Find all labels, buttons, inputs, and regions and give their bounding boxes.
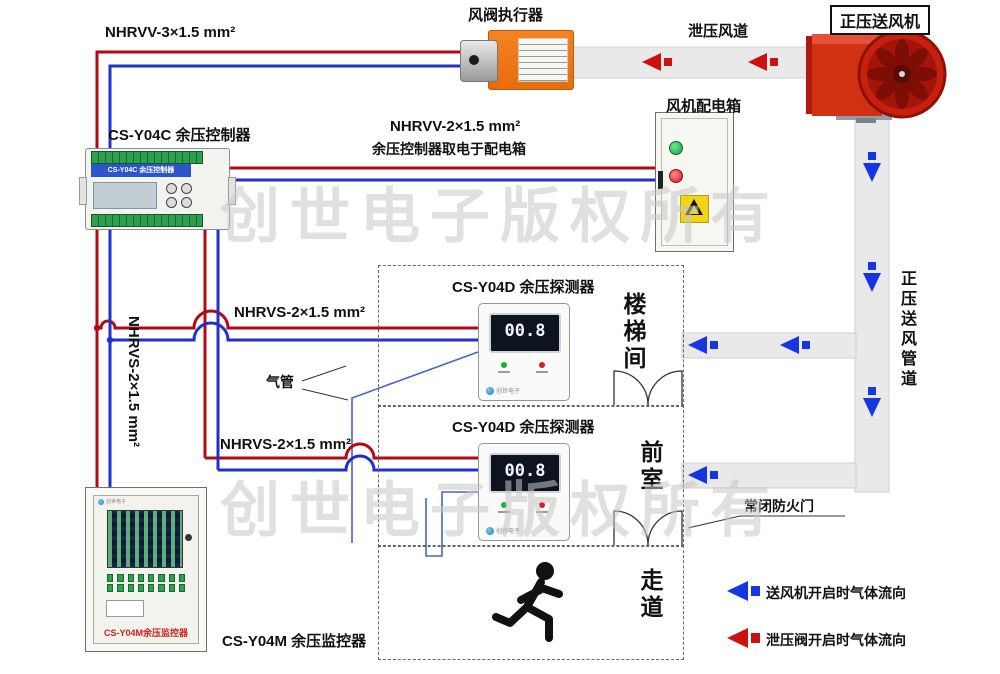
monitor-inner-panel: 创世电子 CS-Y04M余压监控器: [93, 495, 199, 644]
air-tube-label: 气管: [266, 374, 294, 390]
mounting-ear-left: [79, 177, 87, 205]
actuator-label: 风阀执行器: [468, 7, 544, 24]
controller-button: [181, 197, 192, 208]
cable-actuator-label: NHRVV-3×1.5 mm²: [105, 24, 236, 41]
legend-relief-arrow-icon: [727, 628, 760, 648]
supply-flow-arrow-icons: [688, 152, 881, 484]
pressure-monitor-device: 创世电子 CS-Y04M余压监控器: [85, 487, 207, 652]
brand-logo-icon: [486, 386, 494, 395]
fan-distribution-box-device: [655, 112, 734, 252]
blue-wires: [108, 64, 655, 487]
green-led: [501, 362, 507, 368]
actuator-motor: [460, 40, 498, 82]
brand-logo-icon: [98, 498, 104, 505]
button-row: [107, 584, 185, 592]
green-indicator-button: [669, 141, 683, 155]
supply-fan-icon: [806, 29, 947, 123]
red-led: [539, 502, 545, 508]
brand-logo: 创世电子: [486, 526, 520, 535]
legend-relief-label: 泄压阀开启时气体流向: [766, 632, 906, 648]
actuator-label-sticker: [518, 38, 568, 82]
red-wires: [95, 50, 655, 487]
cable-detector2-label: NHRVS-2×1.5 mm²: [220, 436, 352, 453]
wire-junction-dots: [93, 324, 114, 344]
air-tube-leader-lines: [301, 365, 349, 401]
controller-button: [166, 197, 177, 208]
controller-label: CS-Y04C 余压控制器: [108, 127, 251, 144]
supply-duct-label: 正压送风管道: [898, 270, 915, 390]
legend-supply-label: 送风机开启时气体流向: [766, 585, 906, 601]
electric-hazard-sticker: [680, 195, 709, 223]
mounting-ear-right: [228, 177, 236, 205]
fire-door-leader-line: [687, 515, 845, 529]
brand-logo: 创世电子: [98, 498, 126, 505]
monitor-label: CS-Y04M 余压监控器: [222, 633, 367, 650]
cable-power-label: NHRVV-2×1.5 mm²: [390, 118, 521, 135]
fire-door-symbol-stairwell: [613, 370, 683, 406]
distbox-label: 风机配电箱: [666, 98, 742, 115]
damper-actuator-device: [460, 28, 574, 90]
distbox-door: [661, 118, 728, 246]
relief-flow-arrow-icons: [642, 53, 778, 71]
running-person-icon: [492, 562, 563, 642]
cable-power-note: 余压控制器取电于配电箱: [372, 141, 526, 157]
front-room-box: [378, 405, 684, 547]
controller-lcd: [93, 182, 157, 209]
button-row: [107, 574, 185, 582]
terminal-strip-bottom: [91, 214, 203, 227]
cable-detector1-label: NHRVS-2×1.5 mm²: [234, 304, 366, 321]
fire-door-label: 常闭防火门: [744, 498, 814, 514]
stairwell-room-box: [378, 265, 684, 407]
controller-button: [166, 183, 177, 194]
controller-faceplate-label: CS-Y04C 余压控制器: [91, 164, 191, 177]
air-tube-lines: [351, 351, 479, 557]
actuator-knob: [469, 55, 479, 65]
controller-button: [181, 183, 192, 194]
brand-logo-icon: [486, 526, 494, 535]
room-stairwell-label: 楼梯间: [620, 292, 646, 373]
monitor-slot: [106, 600, 144, 617]
detector-1-title: CS-Y04D 余压探测器: [452, 279, 595, 296]
relief-duct-label: 泄压风道: [688, 23, 749, 40]
pressure-detector-1-device: 00.8 创世电子: [478, 303, 570, 401]
legend-supply-arrow-icon: [727, 581, 760, 601]
detector-1-lcd-reading: 00.8: [489, 313, 561, 353]
monitor-faceplate-label: CS-Y04M余压监控器: [103, 628, 188, 638]
cable-monitor-label: NHRVS-2×1.5 mm²: [125, 316, 142, 448]
cabinet-handle: [658, 171, 663, 189]
fire-door-symbol-frontroom: [613, 510, 683, 546]
brand-logo: 创世电子: [486, 386, 520, 395]
room-corridor-label: 走道: [637, 568, 663, 622]
keyhole: [185, 534, 192, 541]
corridor-room-box: [378, 545, 684, 660]
detector-2-lcd-reading: 00.8: [489, 453, 561, 493]
pressure-detector-2-device: 00.8 创世电子: [478, 443, 570, 541]
red-led: [539, 362, 545, 368]
room-frontroom-label: 前室: [637, 440, 663, 494]
detector-2-title: CS-Y04D 余压探测器: [452, 419, 595, 436]
green-led: [501, 502, 507, 508]
red-indicator-button: [669, 169, 683, 183]
pressure-controller-device: CS-Y04C 余压控制器: [79, 148, 236, 230]
terminal-strip-top: [91, 151, 203, 164]
fan-label: 正压送风机: [830, 5, 931, 35]
monitor-screen: [107, 510, 183, 568]
